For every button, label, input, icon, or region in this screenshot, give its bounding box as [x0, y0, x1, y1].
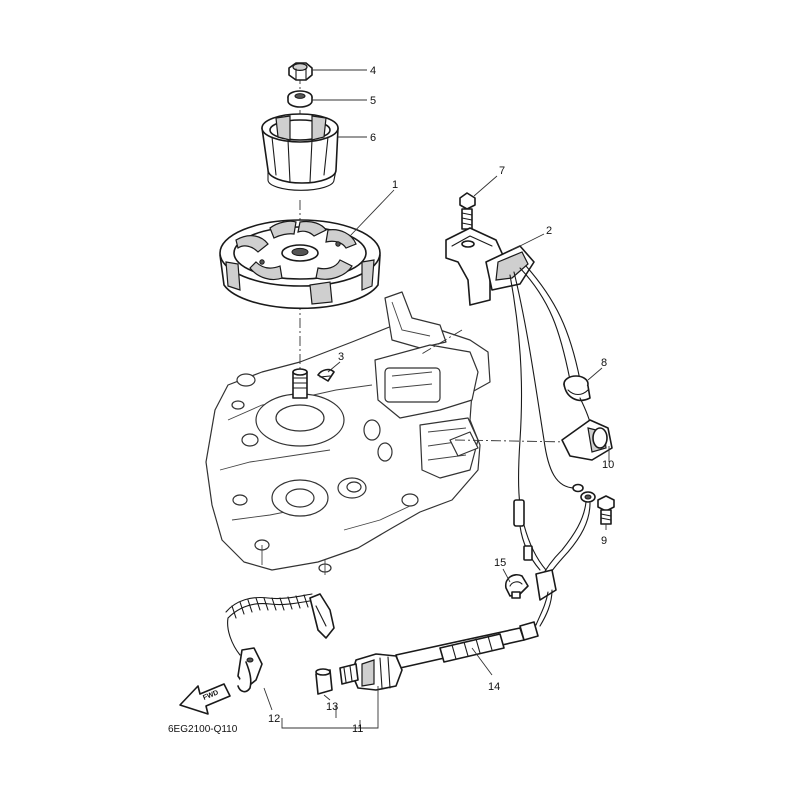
callout-2: 2: [546, 225, 552, 237]
callout-9: 9: [601, 535, 607, 547]
part-14-stop-switch-cable[interactable]: [395, 621, 539, 669]
part-3-woodruff-key[interactable]: [317, 368, 335, 382]
part-15-clamp[interactable]: [504, 573, 529, 599]
callout-1: 1: [392, 179, 398, 191]
part-11-engine-stop-switch[interactable]: [339, 653, 403, 691]
part-2-pulser-coil[interactable]: [445, 227, 584, 527]
part-13-clip[interactable]: [315, 668, 333, 695]
part-12-lanyard-cord[interactable]: [225, 593, 335, 693]
callout-11: 11: [352, 723, 363, 735]
callout-5: 5: [370, 95, 376, 107]
forward-direction-arrow: FWD: [179, 683, 231, 715]
part-4-nut[interactable]: [288, 62, 313, 81]
callout-7: 7: [499, 165, 505, 177]
callout-10: 10: [602, 459, 614, 471]
part-8-grommet[interactable]: [563, 375, 591, 402]
callout-8: 8: [601, 357, 607, 369]
callout-12: 12: [268, 713, 280, 725]
part-7-bolt[interactable]: [459, 192, 476, 230]
crankshaft-end: [292, 368, 308, 399]
part-1-flywheel-rotor[interactable]: [219, 219, 381, 310]
callout-3: 3: [338, 351, 344, 363]
leader-lines: [263, 69, 610, 729]
part-10-stop-switch-lead[interactable]: [561, 397, 613, 461]
callout-14: 14: [488, 681, 500, 693]
drawing-code: 6EG2100-Q110: [168, 724, 238, 735]
engine-block: [205, 291, 491, 575]
part-6-starter-pulley[interactable]: [261, 113, 339, 191]
callout-labels: 4 5 6 1 7 2 3 8 10 9 15 14 12 13 11: [268, 65, 614, 735]
lead-wires: [519, 524, 557, 627]
callout-4: 4: [370, 65, 376, 77]
callout-15: 15: [494, 557, 506, 569]
part-9-screw[interactable]: [597, 495, 615, 525]
callout-6: 6: [370, 132, 376, 144]
ground-lead: [539, 491, 596, 583]
part-5-washer[interactable]: [287, 90, 313, 108]
callout-13: 13: [326, 701, 338, 713]
